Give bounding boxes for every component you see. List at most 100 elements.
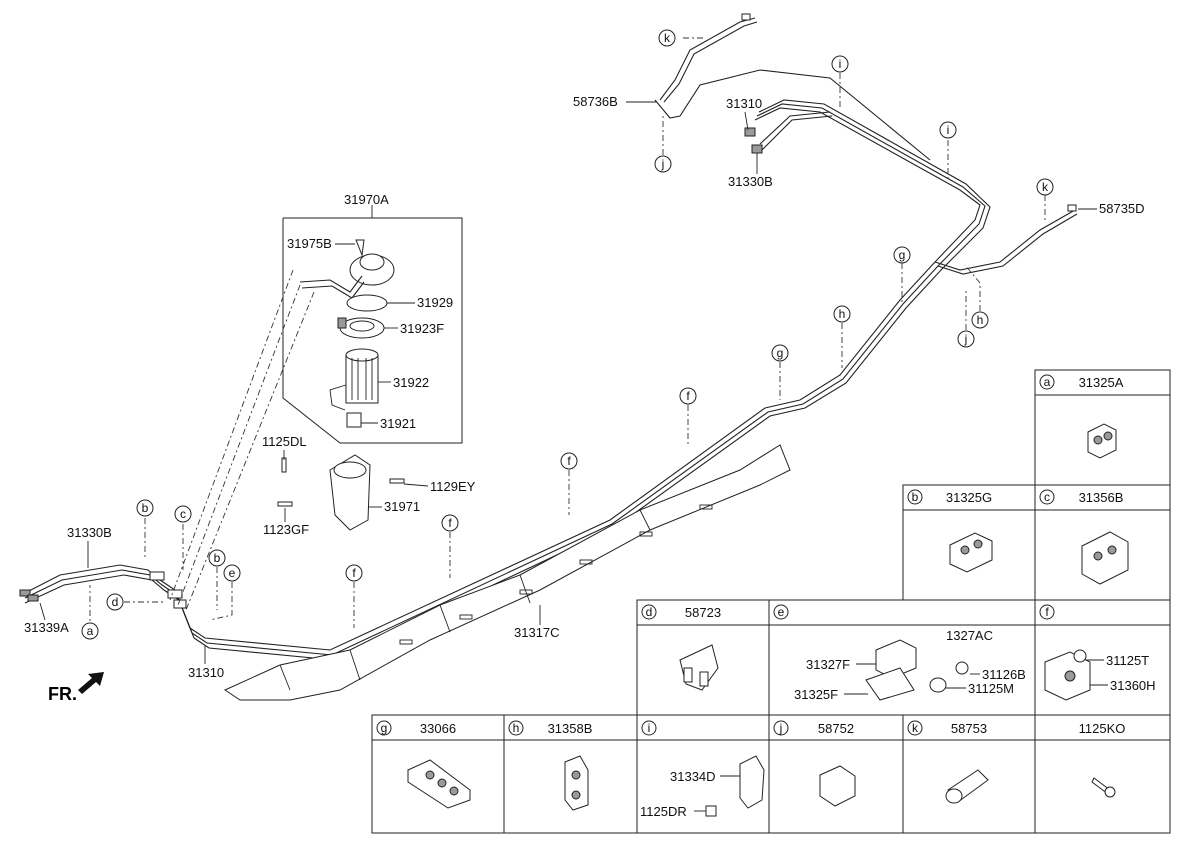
svg-text:31356B: 31356B: [1079, 490, 1124, 505]
clip-58752-drawing: [819, 765, 856, 807]
label-31929: 31929: [417, 295, 453, 310]
label-31327F: 31327F: [806, 657, 850, 672]
svg-text:g: g: [777, 346, 784, 360]
clip-31334D-drawing: [705, 755, 765, 817]
label-1327AC: 1327AC: [946, 628, 993, 643]
callout-f-1: f: [679, 387, 697, 405]
callout-h-right: h: [971, 311, 989, 329]
left-connectors: [19, 13, 1077, 609]
svg-text:f: f: [567, 454, 571, 468]
svg-text:f: f: [1045, 605, 1049, 619]
label-31975B: 31975B: [287, 236, 332, 251]
label-31325F: 31325F: [794, 687, 838, 702]
label-1125DR: 1125DR: [640, 804, 687, 819]
clamp-f-drawing: [1044, 649, 1091, 701]
clip-31325G-drawing: [949, 532, 993, 573]
svg-text:i: i: [947, 123, 950, 137]
svg-text:31325G: 31325G: [946, 490, 992, 505]
callout-leaders: [89, 37, 1046, 630]
svg-text:58752: 58752: [818, 721, 854, 736]
svg-text:d: d: [112, 595, 119, 609]
svg-text:b: b: [912, 490, 919, 504]
callout-k-right: k: [1036, 178, 1054, 196]
svg-text:i: i: [839, 57, 842, 71]
label-31310-bottom: 31310: [188, 665, 224, 680]
label-31922: 31922: [393, 375, 429, 390]
label-31334D: 31334D: [670, 769, 716, 784]
table-cell-c: c 31356B: [1039, 489, 1124, 505]
svg-text:g: g: [381, 721, 388, 735]
front-arrow-icon: [78, 672, 104, 694]
table-cell-b: b 31325G: [907, 489, 992, 505]
label-31310-top: 31310: [726, 96, 762, 111]
svg-text:j: j: [661, 157, 665, 171]
svg-text:k: k: [664, 31, 671, 45]
table-cell-i: i: [641, 720, 657, 736]
table-cell-e: e: [773, 604, 789, 620]
svg-text:d: d: [646, 605, 653, 619]
svg-text:k: k: [1042, 180, 1049, 194]
callout-i-right: i: [939, 121, 957, 139]
label-31330B-top: 31330B: [728, 174, 773, 189]
callout-j-right: j: [957, 330, 975, 348]
svg-text:c: c: [180, 507, 186, 521]
svg-text:k: k: [912, 721, 919, 735]
svg-text:a: a: [87, 624, 94, 638]
svg-text:e: e: [229, 566, 236, 580]
table-cell-1125KO: 1125KO: [1079, 721, 1126, 736]
label-1125DL: 1125DL: [262, 434, 307, 449]
svg-text:b: b: [142, 501, 149, 515]
label-58736B: 58736B: [573, 94, 618, 109]
svg-text:j: j: [779, 721, 783, 735]
callout-b-mid: b: [208, 549, 226, 567]
clamp-e-drawing: [865, 639, 969, 701]
label-31923F: 31923F: [400, 321, 444, 336]
label-31125T: 31125T: [1106, 653, 1149, 668]
callout-f-4: f: [345, 564, 363, 582]
bolt-1125KO-drawing: [1091, 777, 1116, 798]
label-58735D: 58735D: [1099, 201, 1145, 216]
label-1129EY: 1129EY: [430, 479, 476, 494]
callout-d-left: d: [106, 593, 124, 611]
svg-text:31325A: 31325A: [1079, 375, 1124, 390]
part-labels: 58736B 31310 31330B 58735D 31970A 31975B…: [24, 94, 1145, 680]
svg-text:g: g: [899, 248, 906, 262]
label-31317C: 31317C: [514, 625, 560, 640]
svg-text:e: e: [778, 605, 785, 619]
svg-text:h: h: [977, 313, 984, 327]
sleeve-58753-drawing: [945, 769, 989, 804]
callout-c-left: c: [174, 505, 192, 523]
callout-k-top: k: [658, 29, 676, 47]
label-31125M: 31125M: [968, 681, 1014, 696]
callout-g-right: g: [893, 246, 911, 264]
label-31126B: 31126B: [982, 667, 1026, 682]
svg-text:f: f: [686, 389, 690, 403]
clip-33066-drawing: [407, 759, 471, 809]
svg-text:1125KO: 1125KO: [1079, 721, 1126, 736]
label-31970A: 31970A: [344, 192, 389, 207]
label-31921: 31921: [380, 416, 416, 431]
label-31339A: 31339A: [24, 620, 69, 635]
callout-a-left: a: [81, 622, 99, 640]
svg-text:j: j: [964, 332, 968, 346]
callout-f-3: f: [441, 514, 459, 532]
svg-text:31358B: 31358B: [548, 721, 593, 736]
fr-label: FR.: [48, 684, 77, 704]
table-cell-f: f: [1039, 604, 1055, 620]
svg-text:b: b: [214, 551, 221, 565]
label-31330B-left: 31330B: [67, 525, 112, 540]
svg-text:i: i: [648, 721, 651, 735]
callout-i-top: i: [831, 55, 849, 73]
bracket-58723-drawing: [679, 644, 719, 691]
clip-31356B-drawing: [1081, 531, 1129, 585]
label-31971: 31971: [384, 499, 420, 514]
callout-e-mid: e: [223, 564, 241, 582]
inset-leaders: [169, 269, 315, 611]
fuel-filter-inset: [282, 205, 463, 444]
svg-text:c: c: [1044, 490, 1050, 504]
svg-text:h: h: [839, 307, 846, 321]
